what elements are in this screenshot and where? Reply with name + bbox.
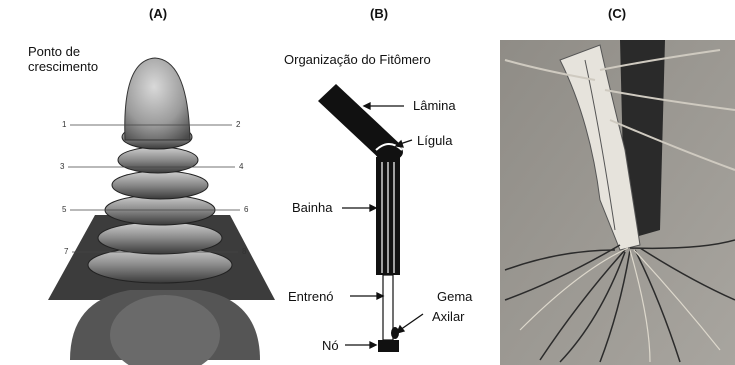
label-gema: Gema [437,289,472,304]
label-axilar: Axilar [432,309,465,324]
growing-point-title-line1: Ponto de [28,44,98,59]
ring-number-2: 2 [236,120,240,129]
label-no: Nó [322,338,339,353]
panel-c-label: (C) [608,6,626,21]
panel-b-label: (B) [370,6,388,21]
ring-number-3: 3 [60,162,64,171]
label-lamina: Lâmina [413,98,456,113]
label-ligula: Lígula [417,133,452,148]
ring-number-5: 5 [62,205,66,214]
growing-point-title: Ponto de crescimento [28,44,98,74]
phytomer-title: Organização do Fitômero [284,52,431,67]
label-bainha: Bainha [292,200,332,215]
label-entreno: Entrenó [288,289,334,304]
ring-number-7: 7 [64,247,68,256]
panel-a-label: (A) [149,6,167,21]
ring-number-1: 1 [62,120,66,129]
growing-point-title-line2: crescimento [28,59,98,74]
ring-number-4: 4 [239,162,243,171]
ring-number-8: 8 [242,247,246,256]
ring-number-6: 6 [244,205,248,214]
